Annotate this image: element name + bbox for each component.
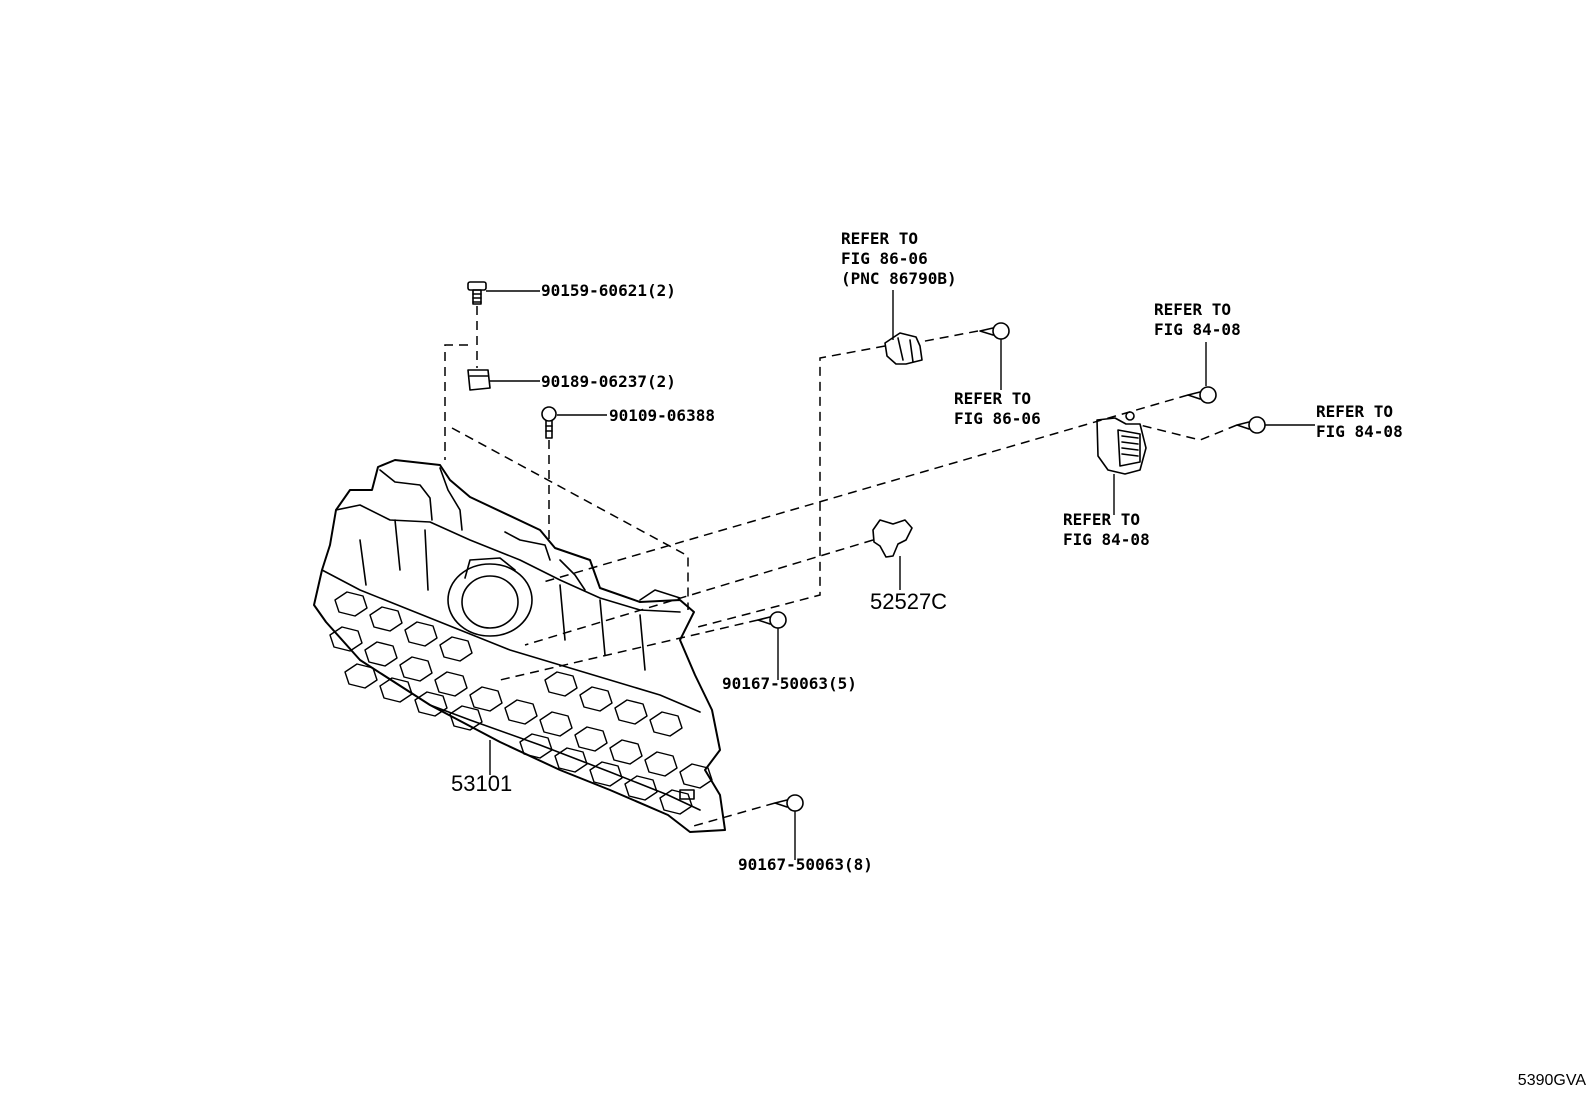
ref-line: REFER TO xyxy=(1063,510,1141,529)
sensor-bolt-right-drawing xyxy=(1236,416,1266,434)
bracket-52527c-drawing xyxy=(872,519,913,558)
horn-connector-drawing xyxy=(884,332,923,365)
screw-90167-50063-8-drawing xyxy=(774,794,804,812)
part-label-52527c[interactable]: 52527C xyxy=(870,589,948,614)
leader-lines xyxy=(486,290,1315,860)
grille-support-drawing xyxy=(313,459,726,833)
part-label-90167-50063-8[interactable]: 90167-50063(8) xyxy=(738,855,873,874)
screw-90167-50063-5-drawing xyxy=(757,611,787,629)
diagram-code: 5390GVA xyxy=(1517,1072,1586,1089)
ref-line: REFER TO xyxy=(1154,300,1232,319)
part-label-53101[interactable]: 53101 xyxy=(451,771,513,796)
ref-line: REFER TO xyxy=(1316,402,1394,421)
part-label-90167-50063-5[interactable]: 90167-50063(5) xyxy=(722,674,857,693)
nut-90189-06237-drawing xyxy=(467,369,491,391)
ref-line: FIG 84-08 xyxy=(1154,320,1241,339)
sensor-bolt-top-drawing xyxy=(1187,386,1217,404)
ref-line: FIG 86-06 xyxy=(954,409,1041,428)
ref-line: FIG 84-08 xyxy=(1316,422,1403,441)
ref-line: FIG 86-06 xyxy=(841,249,928,268)
screw-90109-06388-drawing xyxy=(541,406,557,439)
bolt-90159-60621-drawing xyxy=(467,281,487,305)
part-label-90159-60621[interactable]: 90159-60621(2) xyxy=(541,281,676,300)
sensor-unit-drawing xyxy=(1096,411,1147,475)
horn-bolt-drawing xyxy=(979,322,1010,340)
ref-line: REFER TO xyxy=(954,389,1032,408)
part-label-90189-06237[interactable]: 90189-06237(2) xyxy=(541,372,676,391)
assembly-lines xyxy=(444,306,1238,828)
part-label-90109-06388[interactable]: 90109-06388 xyxy=(609,406,715,425)
ref-line: (PNC 86790B) xyxy=(841,269,957,288)
ref-line: REFER TO xyxy=(841,229,919,248)
ref-line: FIG 84-08 xyxy=(1063,530,1150,549)
